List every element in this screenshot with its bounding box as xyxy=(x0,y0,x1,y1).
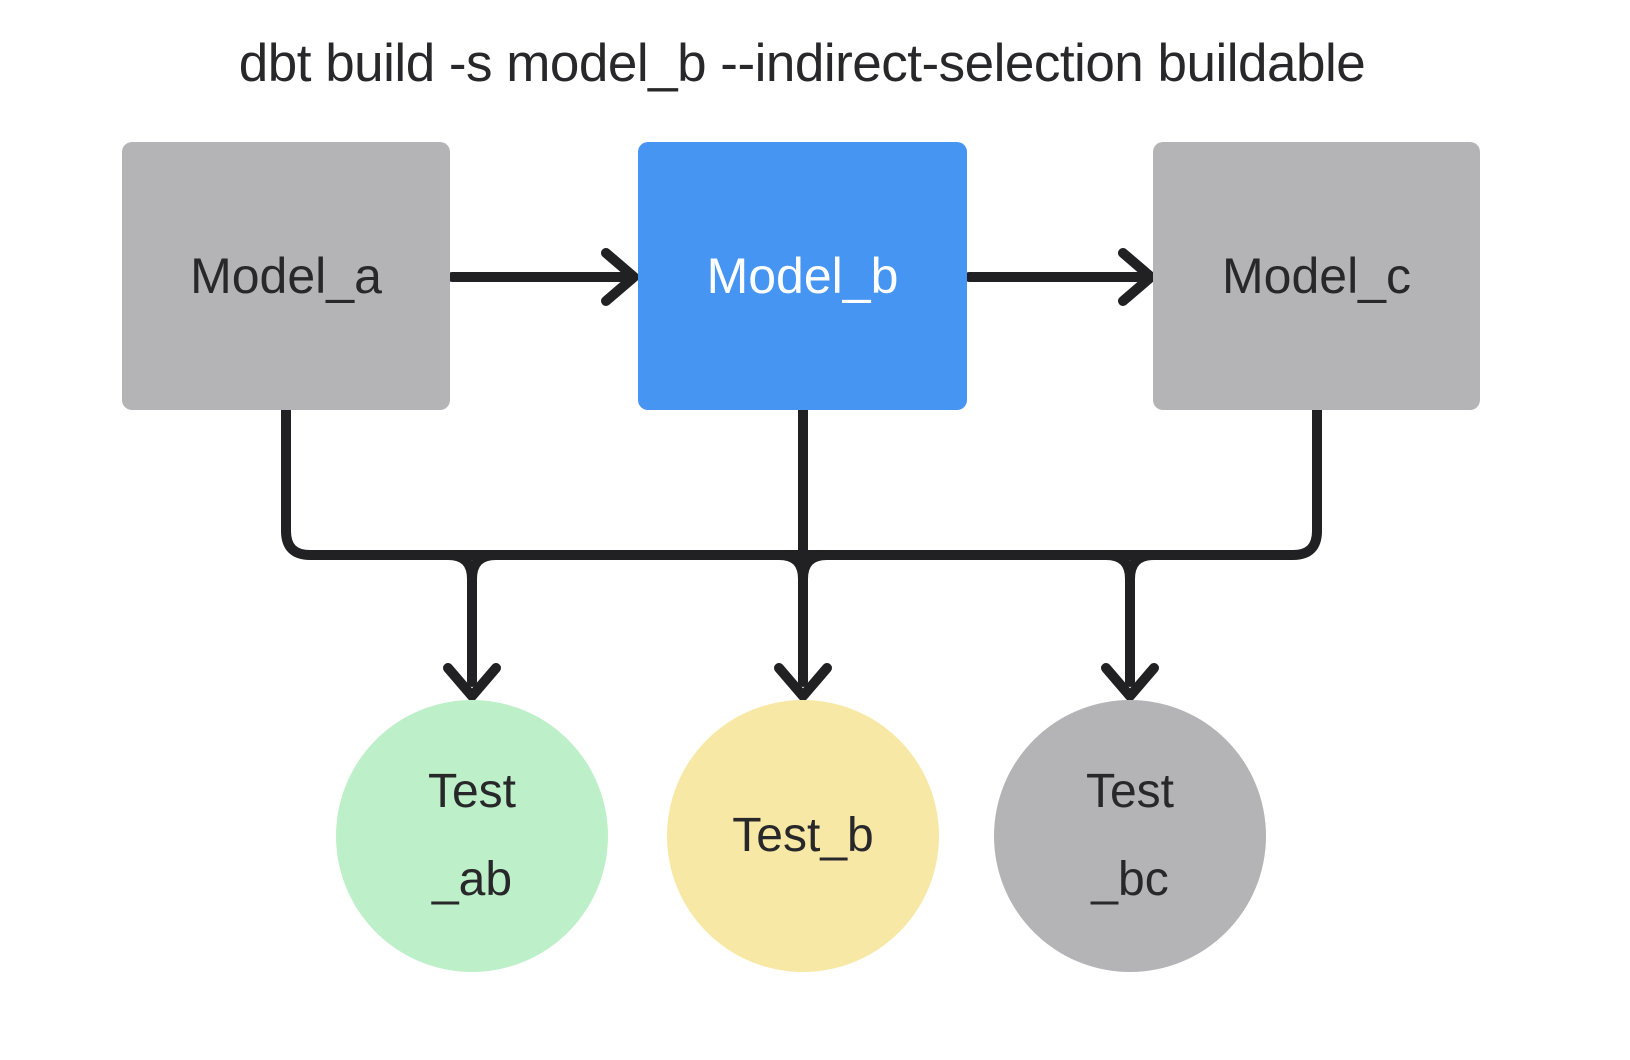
diagram-title: dbt build -s model_b --indirect-selectio… xyxy=(238,34,1366,93)
node-model-c-label: Model_c xyxy=(1222,248,1411,304)
edge-test-ab-arrowhead-icon xyxy=(443,663,501,701)
edge-test-bc-arrowhead-icon xyxy=(1101,663,1159,701)
node-test-b: Test_b xyxy=(667,700,939,972)
node-test-bc: Test _bc xyxy=(994,700,1266,972)
edge-model-b-to-model-c-arrowhead-icon xyxy=(1118,248,1156,306)
node-test-b-label: Test_b xyxy=(732,808,874,862)
node-model-b-selected: Model_b xyxy=(638,142,967,410)
node-model-a-label: Model_a xyxy=(190,248,382,304)
edge-stem-test-ab xyxy=(443,550,501,687)
edge-stem-model-b-to-test-b xyxy=(774,405,832,687)
edge-model-a-to-model-b-arrowhead-icon xyxy=(601,248,639,306)
node-model-c: Model_c xyxy=(1153,142,1480,410)
node-test-bc-label-line1: Test xyxy=(1085,764,1175,818)
node-test-ab-label-line2: _ab xyxy=(431,853,513,906)
node-test-ab: Test _ab xyxy=(336,700,608,972)
edge-test-b-arrowhead-icon xyxy=(774,663,832,701)
node-model-b-label: Model_b xyxy=(706,248,899,304)
edge-stem-test-bc xyxy=(1101,550,1159,687)
node-test-bc-label-line2: _bc xyxy=(1091,853,1169,906)
node-model-a: Model_a xyxy=(122,142,450,410)
node-test-ab-label-line1: Test xyxy=(427,764,517,818)
